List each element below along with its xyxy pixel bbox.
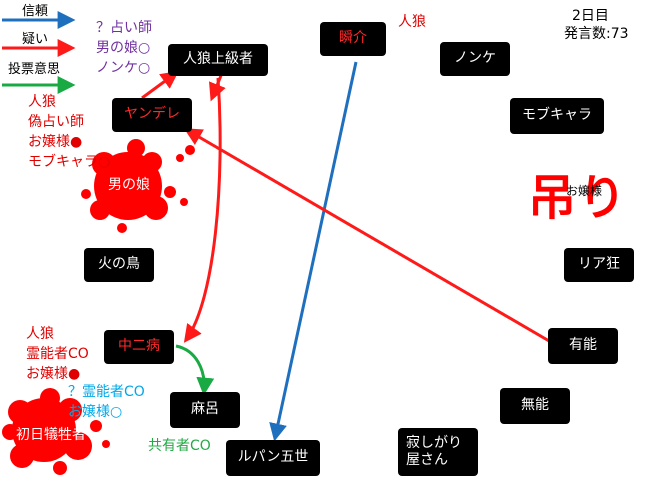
node-shunsuke: 瞬介 (320, 22, 386, 56)
node-mobu-kyara: モブキャラ (510, 98, 604, 134)
note-maro-green: 共有者CO (148, 438, 211, 454)
trust-arrow-shunsuke-to-lupin (269, 61, 358, 442)
doubt-arrow-jinrou-joukyuu-to-chuunibyou (183, 77, 222, 343)
note-left-red-seer: 人狼 偽占い師 お嬢様● モブキャラ○ (28, 94, 111, 170)
note-shunsuke-role: 人狼 (398, 14, 426, 30)
node-ria-kyou: リア狂 (564, 248, 634, 282)
node-nonke: ノンケ (440, 42, 510, 76)
node-chuunibyou: 中二病 (104, 330, 174, 364)
doubt-arrow-yuunou-to-yandere (183, 128, 557, 347)
legend-doubt-label: 疑い (22, 32, 49, 47)
node-sabishigari: 寂しがり 屋さん (398, 428, 478, 476)
node-hi-no-tori: 火の鳥 (84, 248, 154, 282)
vote-arrow-chuunibyou-to-maro (175, 344, 215, 396)
legend-vote-label: 投票意思 (8, 62, 61, 77)
node-jinrou-joukyuu: 人狼上級者 (168, 44, 268, 76)
day-label: 2日目 (572, 8, 609, 24)
node-yandere: ヤンデレ (112, 98, 192, 132)
note-chuuni-cyan: ？霊能者CO お嬢様○ (68, 384, 145, 420)
ojousama-label: お嬢様 (566, 184, 603, 198)
post-count-label: 発言数:73 (564, 26, 629, 42)
legend-trust-label: 信頼 (22, 4, 49, 19)
node-otoko-no-ko: 男の娘 (108, 177, 150, 194)
node-shonichi: 初日犠牲者 (16, 427, 86, 444)
node-maro: 麻呂 (170, 392, 240, 428)
node-yuunou: 有能 (548, 328, 618, 364)
node-munou: 無能 (500, 388, 570, 424)
node-lupin: ルパン五世 (226, 440, 320, 476)
blood-splatter-otoko-no-ko (81, 139, 195, 233)
blood-splatter-shonichi (2, 388, 110, 475)
hang-mark: 吊り (528, 170, 629, 226)
doubt-arrow-yandere-to-jinrou-joukyuu (141, 70, 179, 100)
note-chuuni-red: 人狼 霊能者CO お嬢様● (26, 326, 89, 382)
note-purple-seer: ？占い師 男の娘○ ノンケ○ (96, 20, 152, 76)
